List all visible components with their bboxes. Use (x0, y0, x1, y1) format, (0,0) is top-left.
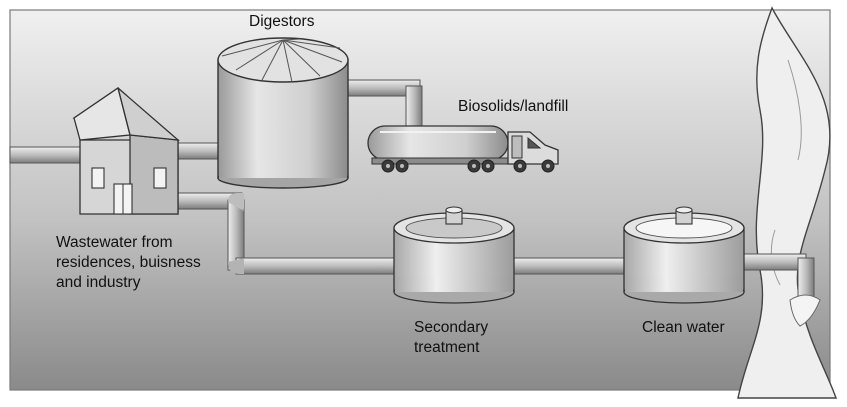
label-wastewater-line3: and industry (56, 274, 141, 291)
house-icon (72, 86, 180, 215)
digestor-tank-icon (217, 37, 349, 189)
label-secondary-line1: Secondary (414, 319, 489, 336)
label-digestors: Digestors (249, 13, 315, 30)
clean-water-tank-icon (623, 206, 745, 304)
water-splash-icon (789, 294, 821, 327)
label-biosolids-landfill: Biosolids/landfill (458, 98, 569, 115)
pipe-to-truck (344, 79, 423, 127)
pipe-to-secondary (169, 192, 403, 275)
tanker-truck-icon (367, 125, 559, 173)
inlet-pipe (9, 146, 81, 164)
label-wastewater-line1: Wastewater from (56, 234, 173, 251)
river-icon (737, 6, 837, 399)
label-clean-water: Clean water (642, 319, 725, 336)
pipe-to-clean-tank (509, 257, 636, 275)
secondary-tank-icon (393, 206, 515, 304)
outlet-pipe (739, 253, 821, 327)
label-secondary-line2: treatment (414, 339, 480, 356)
label-wastewater-line2: residences, buisness (56, 254, 201, 271)
